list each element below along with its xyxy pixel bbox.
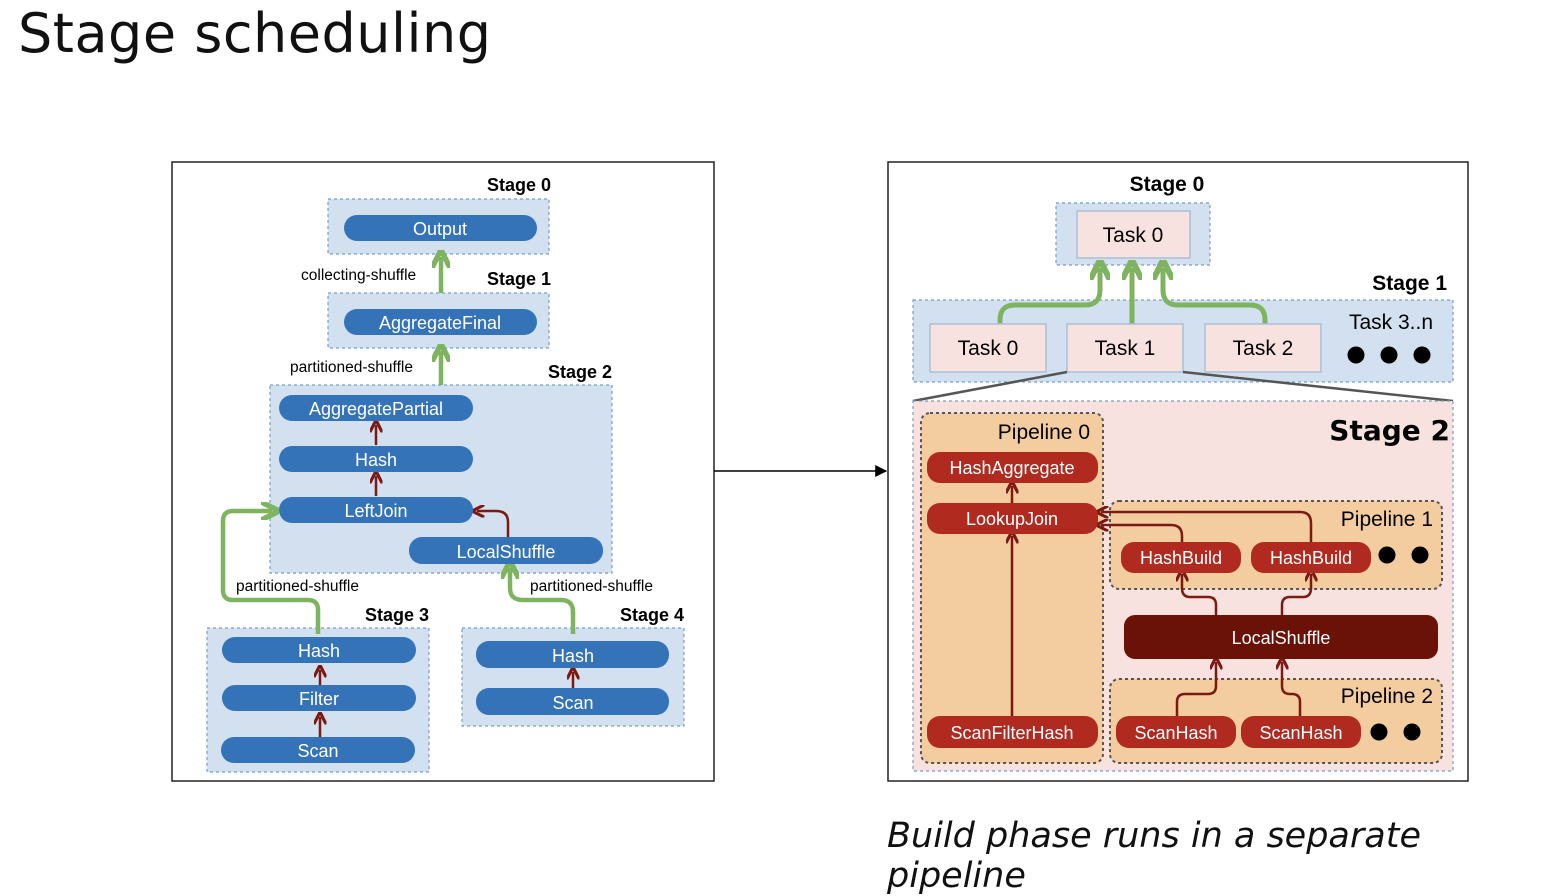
node-hash-build-1 [1121, 542, 1241, 573]
arrow-shuffle-to-hashbuild2 [1280, 574, 1311, 615]
node-hash-build-2 [1251, 542, 1371, 573]
node-output: Output [344, 215, 537, 241]
partitioned-shuffle-label-3: partitioned-shuffle [236, 578, 359, 595]
node-hash-build-1-label: HashBuild [1140, 548, 1222, 568]
stage-1-task-1-label: Task 1 [1095, 337, 1156, 360]
ellipsis-dot-icon [1380, 346, 1398, 364]
zoom-line-right [1182, 370, 1454, 403]
node-local-shuffle: LocalShuffle [409, 537, 603, 564]
partitioned-shuffle-arrow-3 [220, 511, 321, 634]
zoom-line-left [912, 370, 1068, 403]
node-s3-hash: Hash [222, 637, 416, 663]
node-scan-hash-2-label: ScanHash [1259, 723, 1342, 743]
slide-title: Stage scheduling [18, 2, 492, 65]
node-scan-hash-2 [1241, 716, 1361, 748]
node-left-join-label: LeftJoin [344, 501, 407, 521]
ellipsis-dot-icon [1370, 723, 1388, 741]
stage-0-task-0-label: Task 0 [1103, 224, 1164, 247]
ellipsis-dot-icon [1347, 346, 1365, 364]
ellipsis-dot-icon [1413, 346, 1431, 364]
right-green-arrow-task2 [1163, 268, 1268, 324]
node-hash-aggregate [927, 452, 1098, 483]
stage-1-task-0-label: Task 0 [958, 337, 1019, 360]
left-stage-3-label: Stage 3 [365, 605, 429, 625]
pipeline-2-label: Pipeline 2 [1341, 685, 1433, 708]
ellipsis-dot-icon [1411, 546, 1429, 564]
pipeline-0-label: Pipeline 0 [998, 421, 1090, 444]
node-hash-aggregate-label: HashAggregate [949, 458, 1074, 478]
node-s4-hash: Hash [476, 641, 669, 668]
node-hash-label: Hash [355, 450, 397, 470]
right-stage-0-label: Stage 0 [1130, 173, 1205, 196]
node-s4-hash-label: Hash [552, 646, 594, 666]
arrow-scanhash1-to-shuffle [1175, 662, 1216, 716]
arrow-hashbuild2-to-lookup [1101, 512, 1313, 542]
node-s4-scan: Scan [476, 688, 669, 715]
left-stage-1-label: Stage 1 [487, 269, 551, 289]
left-stage-4-label: Stage 4 [620, 605, 684, 625]
node-s3-filter: Filter [222, 685, 416, 711]
node-s3-hash-label: Hash [298, 641, 340, 661]
stage-1-more-tasks-label: Task 3..n [1349, 311, 1433, 334]
node-scan-filter-hash [927, 716, 1098, 748]
left-stage-2-label: Stage 2 [548, 362, 612, 382]
node-hash: Hash [279, 446, 473, 472]
partitioned-shuffle-label-1: partitioned-shuffle [290, 359, 413, 376]
right-stage-2-label: Stage 2 [1329, 414, 1450, 447]
node-lookup-join-label: LookupJoin [966, 509, 1058, 529]
node-local-shuffle-right [1124, 615, 1438, 659]
diagram-canvas: Stage 0 Stage 1 Stage 2 Stage 3 Stage 4 … [171, 161, 1469, 782]
node-s3-scan-label: Scan [297, 741, 338, 761]
node-aggregate-partial: AggregatePartial [279, 395, 473, 421]
arrow-shuffle-to-hashbuild1 [1182, 574, 1218, 615]
partitioned-shuffle-arrow-4 [510, 568, 576, 634]
node-scan-hash-1-label: ScanHash [1134, 723, 1217, 743]
slide-caption: Build phase runs in a separate pipeline [887, 816, 1421, 896]
partitioned-shuffle-label-4: partitioned-shuffle [530, 578, 653, 595]
stage-1-task-0 [929, 323, 1047, 373]
left-stage-0-label: Stage 0 [487, 175, 551, 195]
node-scan-filter-hash-label: ScanFilterHash [950, 723, 1073, 743]
node-s4-scan-label: Scan [552, 693, 593, 713]
node-output-label: Output [413, 219, 467, 239]
node-s3-filter-label: Filter [299, 689, 339, 709]
node-scan-hash-1 [1116, 716, 1236, 748]
ellipsis-dot-icon [1378, 546, 1396, 564]
pipeline-1-label: Pipeline 1 [1341, 508, 1433, 531]
right-stage-1-label: Stage 1 [1372, 272, 1447, 295]
left-arrow-shuffle-to-join [477, 511, 510, 537]
right-diagram: Stage 0 Task 0 Stage 1 Task 0 Task 1 Tas… [887, 161, 1469, 782]
node-left-join: LeftJoin [279, 497, 473, 523]
ellipsis-dot-icon [1403, 723, 1421, 741]
stage-0-task-0 [1076, 210, 1191, 259]
node-lookup-join [927, 503, 1098, 534]
node-s3-scan: Scan [221, 737, 415, 763]
collecting-shuffle-label: collecting-shuffle [301, 267, 416, 284]
node-aggregate-final: AggregateFinal [344, 309, 537, 335]
stage-1-task-2-label: Task 2 [1233, 337, 1294, 360]
node-local-shuffle-right-label: LocalShuffle [1232, 628, 1331, 648]
node-aggregate-partial-label: AggregatePartial [309, 399, 443, 419]
node-aggregate-final-label: AggregateFinal [379, 313, 501, 333]
stage-1-task-2 [1204, 323, 1322, 373]
stage-1-task-1 [1066, 323, 1184, 373]
left-diagram: Stage 0 Stage 1 Stage 2 Stage 3 Stage 4 … [171, 161, 715, 782]
node-local-shuffle-label: LocalShuffle [457, 542, 556, 562]
right-green-arrow-task0 [997, 268, 1100, 324]
arrow-scanhash2-to-shuffle [1282, 662, 1302, 716]
node-hash-build-2-label: HashBuild [1270, 548, 1352, 568]
arrow-hashbuild1-to-lookup [1101, 525, 1184, 542]
